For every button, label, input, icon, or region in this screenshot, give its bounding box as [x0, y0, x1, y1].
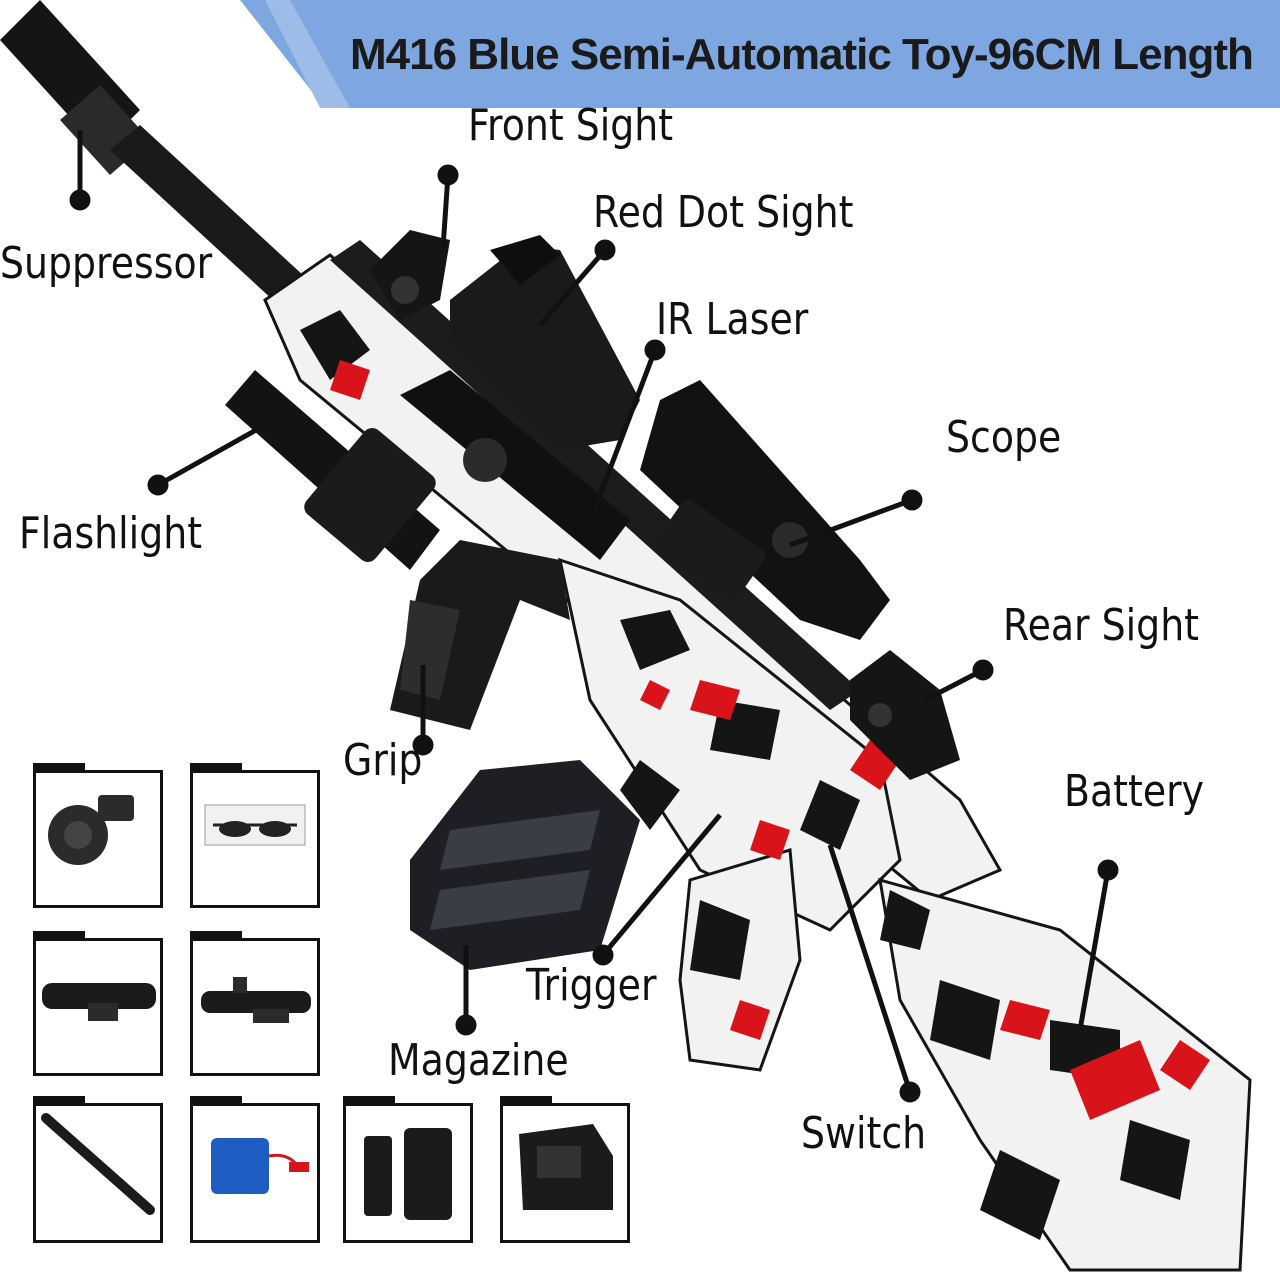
label-switch: Switch [801, 1108, 927, 1159]
red-dot-sight-icon [519, 1124, 613, 1210]
label-scope: Scope [946, 412, 1062, 463]
battery-usb-icon [211, 1138, 309, 1194]
magazine-part [410, 760, 640, 970]
label-flashlight: Flashlight [19, 508, 203, 559]
barrel-part [110, 125, 330, 325]
label-front-sight: Front Sight [468, 100, 674, 151]
accessory-laser-scope [190, 931, 320, 1076]
graffiti-pattern [300, 310, 1210, 1240]
rear-sight-part [850, 650, 960, 780]
banner-stripe [265, 0, 350, 108]
accessory-drum-magazine [33, 763, 163, 908]
flashlight-part [225, 370, 440, 570]
drum-magazine-icon [48, 795, 134, 865]
front-sight-part [370, 230, 450, 320]
flashlight-icon [42, 983, 156, 1021]
banner-background [240, 0, 1280, 108]
red-dot-sight-part [450, 235, 640, 450]
accessory-battery-pack [190, 1096, 320, 1243]
leader-lines [69, 130, 1119, 1103]
label-suppressor: Suppressor [0, 238, 213, 289]
page-title: M416 Blue Semi-Automatic Toy-96CM Length [350, 30, 1254, 79]
ir-laser-part [400, 370, 630, 560]
accessory-flashlight [33, 931, 163, 1076]
title-banner [240, 0, 1280, 108]
scope-part [640, 380, 890, 640]
goggles-icon [204, 804, 306, 846]
rod-icon [41, 1113, 155, 1215]
label-rear-sight: Rear Sight [1003, 600, 1200, 651]
laser-scope-icon [201, 977, 311, 1023]
label-red-dot-sight: Red Dot Sight [593, 187, 854, 238]
accessory-red-dot-sight [500, 1096, 630, 1243]
accessory-muzzle-and-grip [343, 1096, 473, 1243]
accessory-rod [33, 1096, 163, 1243]
vertical-grip-part [390, 540, 570, 730]
accessory-goggles [190, 763, 320, 908]
label-ir-laser: IR Laser [656, 294, 809, 345]
muzzle-grip-icon [364, 1128, 452, 1220]
label-grip: Grip [343, 735, 423, 786]
label-magazine: Magazine [388, 1035, 569, 1086]
label-trigger: Trigger [526, 960, 657, 1011]
label-battery: Battery [1064, 766, 1205, 817]
